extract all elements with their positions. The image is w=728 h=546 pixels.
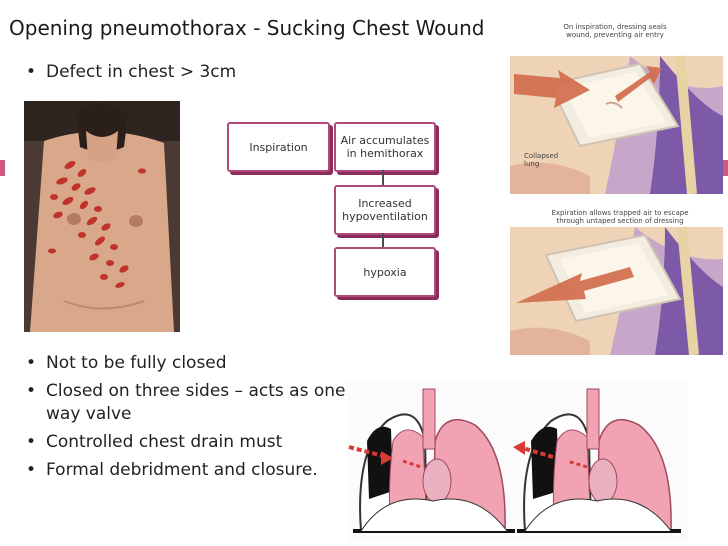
- flow-box-inspiration: Inspiration: [227, 122, 330, 172]
- expiration-dressing-illustration: Expiration allows trapped air to escape …: [510, 203, 723, 355]
- inspiration-drawing: [510, 16, 723, 194]
- side-tab-left: [0, 160, 5, 176]
- flow-box-increased: Increased hypoventilation: [334, 185, 436, 235]
- expiration-caption-line2: through untaped section of dressing: [556, 217, 684, 225]
- lungs-drawing: [348, 388, 681, 533]
- chest-photo-drawing: [24, 101, 180, 332]
- collapsed-lung-label: Collapsed lung: [524, 152, 558, 168]
- collapsed-lung-line2: lung: [524, 160, 540, 168]
- inspiration-dressing-illustration: On inspiration, dressing seals wound, pr…: [510, 16, 723, 194]
- inspiration-caption-line2: wound, preventing air entry: [566, 31, 664, 39]
- flow-hypoxia-text: hypoxia: [363, 265, 407, 279]
- flow-air-line1: Air accumulates: [340, 134, 430, 147]
- lungs-pair-right: [513, 388, 681, 533]
- bullet-defect: Defect in chest > 3cm: [20, 61, 236, 84]
- side-tab-right: [723, 160, 728, 176]
- flow-increased-line2: hypoventilation: [342, 210, 428, 223]
- lungs-pair-left: [348, 388, 515, 533]
- flow-inspiration-text: Inspiration: [249, 140, 308, 154]
- bullet-debridment: Formal debridment and closure.: [20, 459, 365, 482]
- inspiration-caption: On inspiration, dressing seals wound, pr…: [560, 23, 670, 39]
- lungs-diagram: [347, 381, 688, 542]
- bullet-chest-drain: Controlled chest drain must: [20, 431, 365, 454]
- inspiration-caption-line1: On inspiration, dressing seals: [563, 23, 667, 31]
- collapsed-lung-line1: Collapsed: [524, 152, 559, 160]
- slide-title: Opening pneumothorax - Sucking Chest Wou…: [9, 16, 485, 40]
- expiration-caption: Expiration allows trapped air to escape …: [550, 209, 690, 225]
- bottom-bullet-list: Not to be fully closed Closed on three s…: [20, 352, 365, 487]
- expiration-caption-line1: Expiration allows trapped air to escape: [551, 209, 689, 217]
- flow-air-line2: in hemithorax: [346, 147, 424, 160]
- flow-connector-2: [382, 233, 384, 247]
- flow-increased-line1: Increased: [358, 197, 412, 210]
- bullet-three-sides: Closed on three sides – acts as one way …: [20, 380, 365, 426]
- flow-connector-1: [382, 170, 384, 185]
- bullet-not-closed: Not to be fully closed: [20, 352, 365, 375]
- flow-box-air-accumulates: Air accumulates in hemithorax: [334, 122, 436, 172]
- flow-box-hypoxia: hypoxia: [334, 247, 436, 297]
- expiration-drawing: [510, 203, 723, 355]
- chest-wound-photo: [24, 101, 180, 332]
- top-bullet-list: Defect in chest > 3cm: [20, 61, 236, 84]
